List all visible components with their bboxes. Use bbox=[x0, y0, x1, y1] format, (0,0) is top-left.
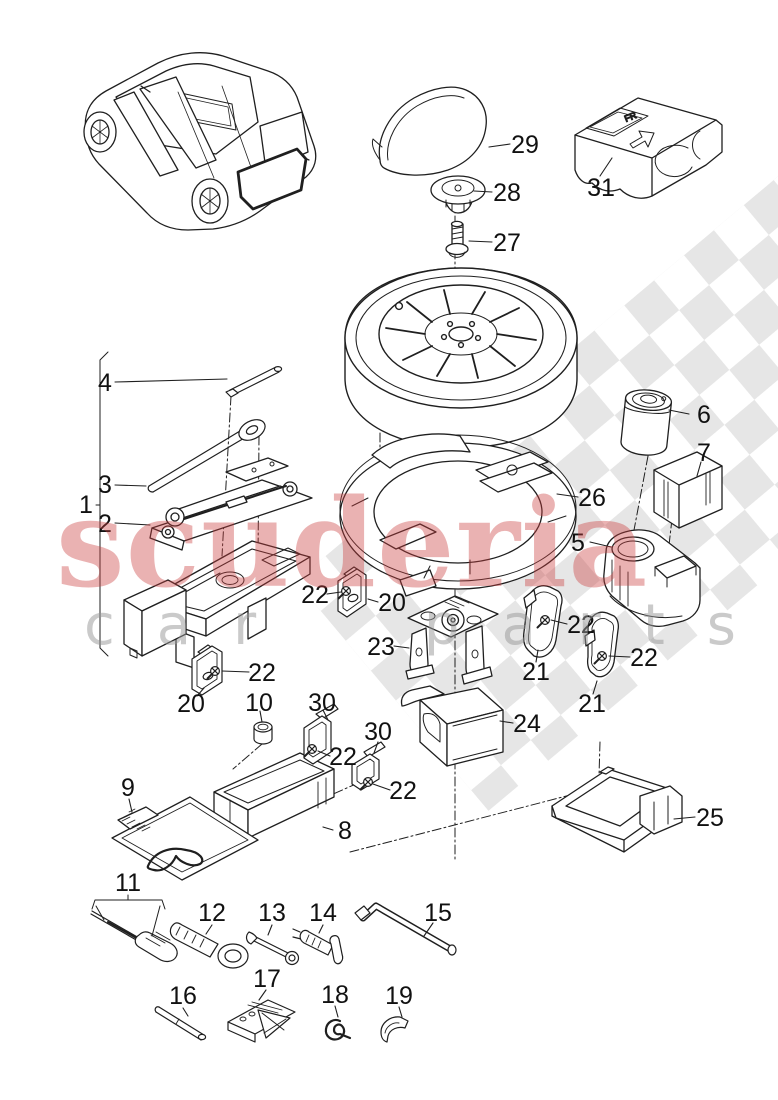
callout-30-2: 30 bbox=[364, 718, 392, 746]
part-24-cover bbox=[400, 685, 504, 767]
callout-28: 28 bbox=[493, 179, 521, 207]
part-31-foam-block: FR bbox=[574, 97, 723, 199]
group-11-bracket-line bbox=[91, 894, 166, 937]
part-20-bracket-upper bbox=[337, 566, 367, 618]
callout-1: 1 bbox=[79, 491, 93, 519]
part-2-scissor-jack bbox=[149, 457, 313, 551]
part-13-wrench bbox=[245, 931, 300, 966]
callout-8: 8 bbox=[338, 817, 352, 845]
part-27-bolt bbox=[445, 220, 469, 258]
callout-11: 11 bbox=[115, 869, 141, 897]
callout-4: 4 bbox=[98, 369, 112, 397]
callout-24: 24 bbox=[513, 710, 541, 738]
callout-22-3: 22 bbox=[329, 743, 357, 771]
part-3-jack-handle bbox=[147, 419, 266, 493]
part-29-cover bbox=[371, 86, 487, 176]
part-20-bracket-lower bbox=[191, 644, 223, 696]
callout-19: 19 bbox=[385, 982, 413, 1010]
part-14-valve-tool bbox=[292, 928, 344, 965]
part-28-knob bbox=[430, 175, 486, 214]
callout-26: 26 bbox=[578, 484, 606, 512]
part-21-panel-right bbox=[584, 611, 620, 678]
callout-22-1: 22 bbox=[301, 581, 329, 609]
part-11-rod-and-screwdriver bbox=[90, 910, 178, 963]
callout-2: 2 bbox=[98, 510, 112, 538]
callout-15: 15 bbox=[424, 899, 452, 927]
callout-23: 23 bbox=[367, 633, 395, 661]
callout-16: 16 bbox=[169, 982, 197, 1010]
callout-22-4: 22 bbox=[389, 777, 417, 805]
group-1-bracket-line bbox=[95, 351, 109, 657]
part-18-spring-clip bbox=[324, 1018, 352, 1041]
part-6-sealant-can bbox=[620, 389, 673, 456]
callout-labels: 29 28 27 31 6 7 26 5 1 4 3 2 22 20 23 22… bbox=[79, 131, 724, 1010]
part-23-bracket bbox=[405, 595, 499, 685]
callout-18: 18 bbox=[321, 981, 349, 1009]
callout-21-1: 21 bbox=[522, 658, 550, 686]
callout-14: 14 bbox=[309, 899, 337, 927]
callout-5: 5 bbox=[571, 529, 585, 557]
callout-21-2: 21 bbox=[578, 690, 606, 718]
part-16-pin bbox=[154, 1006, 207, 1041]
callout-10: 10 bbox=[245, 689, 273, 717]
callout-29: 29 bbox=[511, 131, 539, 159]
part-4-extension-rod bbox=[225, 366, 283, 398]
callout-22-5: 22 bbox=[567, 611, 595, 639]
callout-25: 25 bbox=[696, 804, 724, 832]
part-15-l-wrench bbox=[354, 902, 457, 956]
callout-20-2: 20 bbox=[177, 690, 205, 718]
callout-3: 3 bbox=[98, 471, 112, 499]
callout-13: 13 bbox=[258, 899, 286, 927]
callout-27: 27 bbox=[493, 229, 521, 257]
callout-12: 12 bbox=[198, 899, 226, 927]
callout-22-2: 22 bbox=[248, 659, 276, 687]
part-12-tow-hook bbox=[169, 922, 249, 969]
callout-6: 6 bbox=[697, 401, 711, 429]
callout-31: 31 bbox=[587, 174, 615, 202]
part-19-clip bbox=[380, 1016, 409, 1043]
callout-20-1: 20 bbox=[378, 589, 406, 617]
car-illustration bbox=[83, 52, 317, 231]
part-7-box bbox=[653, 451, 723, 529]
part-9-tool-bag bbox=[111, 796, 259, 881]
callout-7: 7 bbox=[697, 439, 711, 467]
group-1-jack-tray bbox=[123, 540, 311, 669]
leader-lines bbox=[114, 143, 702, 1018]
part-10-socket bbox=[253, 721, 273, 745]
callout-30-1: 30 bbox=[308, 689, 336, 717]
part-25-frame bbox=[551, 766, 683, 853]
part-5-holder bbox=[603, 529, 701, 627]
callout-22-6: 22 bbox=[630, 644, 658, 672]
callout-17: 17 bbox=[253, 965, 281, 993]
callout-9: 9 bbox=[121, 774, 135, 802]
part-17-chock bbox=[227, 999, 296, 1043]
part-26-support-tray bbox=[339, 433, 577, 597]
spare-wheel bbox=[344, 267, 578, 449]
